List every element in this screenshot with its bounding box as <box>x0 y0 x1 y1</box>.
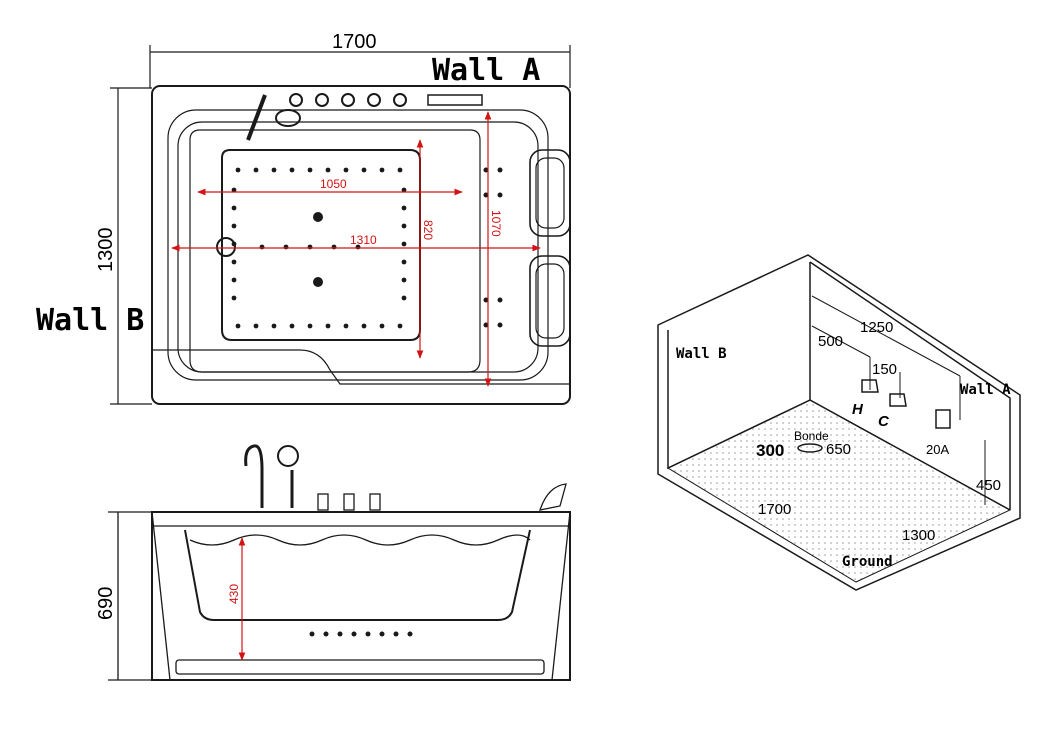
air-jet-dot <box>379 323 385 329</box>
air-jet-dot <box>289 323 295 329</box>
base-plinth <box>175 659 545 675</box>
air-jet-dot <box>307 244 313 250</box>
faucet-icon <box>244 444 264 508</box>
length-label: 1700 <box>758 501 791 518</box>
side-view <box>108 444 571 681</box>
tub-side-outline <box>151 511 571 681</box>
shower-head-icon <box>275 109 301 127</box>
air-jet-dot <box>271 323 277 329</box>
drain-icon <box>216 237 236 257</box>
air-jet-dot <box>231 277 237 283</box>
knob-icon <box>289 93 303 107</box>
dim-300-label: 300 <box>756 441 784 460</box>
dim-1050-label: 1050 <box>320 177 347 191</box>
headrest-icon <box>539 483 567 511</box>
dim-500-label: 500 <box>818 333 843 350</box>
air-jet-dot <box>283 244 289 250</box>
air-jet-dot <box>361 167 367 173</box>
cold-tap-icon <box>889 393 907 407</box>
outlet-icon <box>935 409 951 429</box>
air-jet-dot <box>307 167 313 173</box>
handle-icon <box>343 493 355 511</box>
depth-label: 1300 <box>95 228 117 273</box>
tub-body <box>184 529 531 621</box>
ground-surface <box>666 399 1012 583</box>
pillow-icon <box>529 255 571 347</box>
dim-450-label: 450 <box>976 477 1001 494</box>
width-label: 1300 <box>902 527 935 544</box>
air-jet-dot <box>235 323 241 329</box>
pillow-icon <box>529 149 571 237</box>
knob-icon <box>367 93 381 107</box>
knob-icon <box>315 93 329 107</box>
air-jet-dot <box>253 323 259 329</box>
air-jet-dot <box>325 323 331 329</box>
dim-820-label: 820 <box>421 220 435 240</box>
air-jet-dot <box>401 259 407 265</box>
room-outline <box>657 254 1021 591</box>
water-line <box>189 534 531 546</box>
faucet-icon <box>246 94 267 141</box>
basin-outline <box>189 129 481 373</box>
air-jet-dot <box>231 223 237 229</box>
air-jet-dot <box>253 167 259 173</box>
cold-label: C <box>878 413 890 430</box>
install-wall-b-label: Wall B <box>676 346 727 362</box>
hot-label: H <box>852 401 864 418</box>
drain-icon <box>797 443 823 453</box>
height-label: 690 <box>95 587 117 620</box>
air-jet-dot <box>289 167 295 173</box>
air-jet-dot <box>397 167 403 173</box>
side-jets <box>309 631 413 637</box>
outlet-label: 20A <box>926 442 949 457</box>
air-jet-dot <box>343 167 349 173</box>
air-jet-dot <box>361 323 367 329</box>
air-jet-dot <box>231 241 237 247</box>
air-jet-dot <box>401 223 407 229</box>
knob-icon <box>393 93 407 107</box>
air-jet-dot <box>231 205 237 211</box>
dim-1070-label: 1070 <box>489 210 503 237</box>
control-panel-icon <box>427 94 483 106</box>
air-jet-dot <box>307 323 313 329</box>
air-jet-dot <box>231 259 237 265</box>
air-jet-dot <box>259 244 265 250</box>
air-jet-dot <box>401 205 407 211</box>
width-label: 1700 <box>332 31 377 53</box>
air-jet-dot <box>271 167 277 173</box>
shower-head-icon <box>277 445 299 467</box>
wall-a-label: Wall A <box>432 53 540 88</box>
dim-150-label: 150 <box>872 361 897 378</box>
install-wall-a-label: Wall A <box>960 382 1011 398</box>
air-jet-dot <box>401 295 407 301</box>
internal-dimensions <box>171 111 541 387</box>
handle-icon <box>317 493 329 511</box>
air-jet-dot <box>379 167 385 173</box>
water-depth-label: 430 <box>227 584 241 604</box>
dim-1250-label: 1250 <box>860 319 893 336</box>
top-view <box>110 45 571 405</box>
ground-label: Ground <box>842 554 893 570</box>
air-jet-dot <box>331 244 337 250</box>
air-jet-dot <box>325 167 331 173</box>
air-jet-dot <box>235 167 241 173</box>
dim-1310-label: 1310 <box>350 233 377 247</box>
knob-icon <box>341 93 355 107</box>
handle-icon <box>369 493 381 511</box>
air-jet-dot <box>231 295 237 301</box>
drain-label: Bonde <box>794 429 829 443</box>
air-jet-dot <box>401 241 407 247</box>
tub-outline <box>151 85 571 405</box>
air-jet-dot <box>343 323 349 329</box>
wall-b-label: Wall B <box>36 303 144 338</box>
hot-tap-icon <box>861 379 879 393</box>
air-jet-dot <box>401 277 407 283</box>
install-view <box>657 254 1021 591</box>
air-jet-dot <box>397 323 403 329</box>
front-apron <box>152 349 570 385</box>
dim-650-label: 650 <box>826 441 851 458</box>
